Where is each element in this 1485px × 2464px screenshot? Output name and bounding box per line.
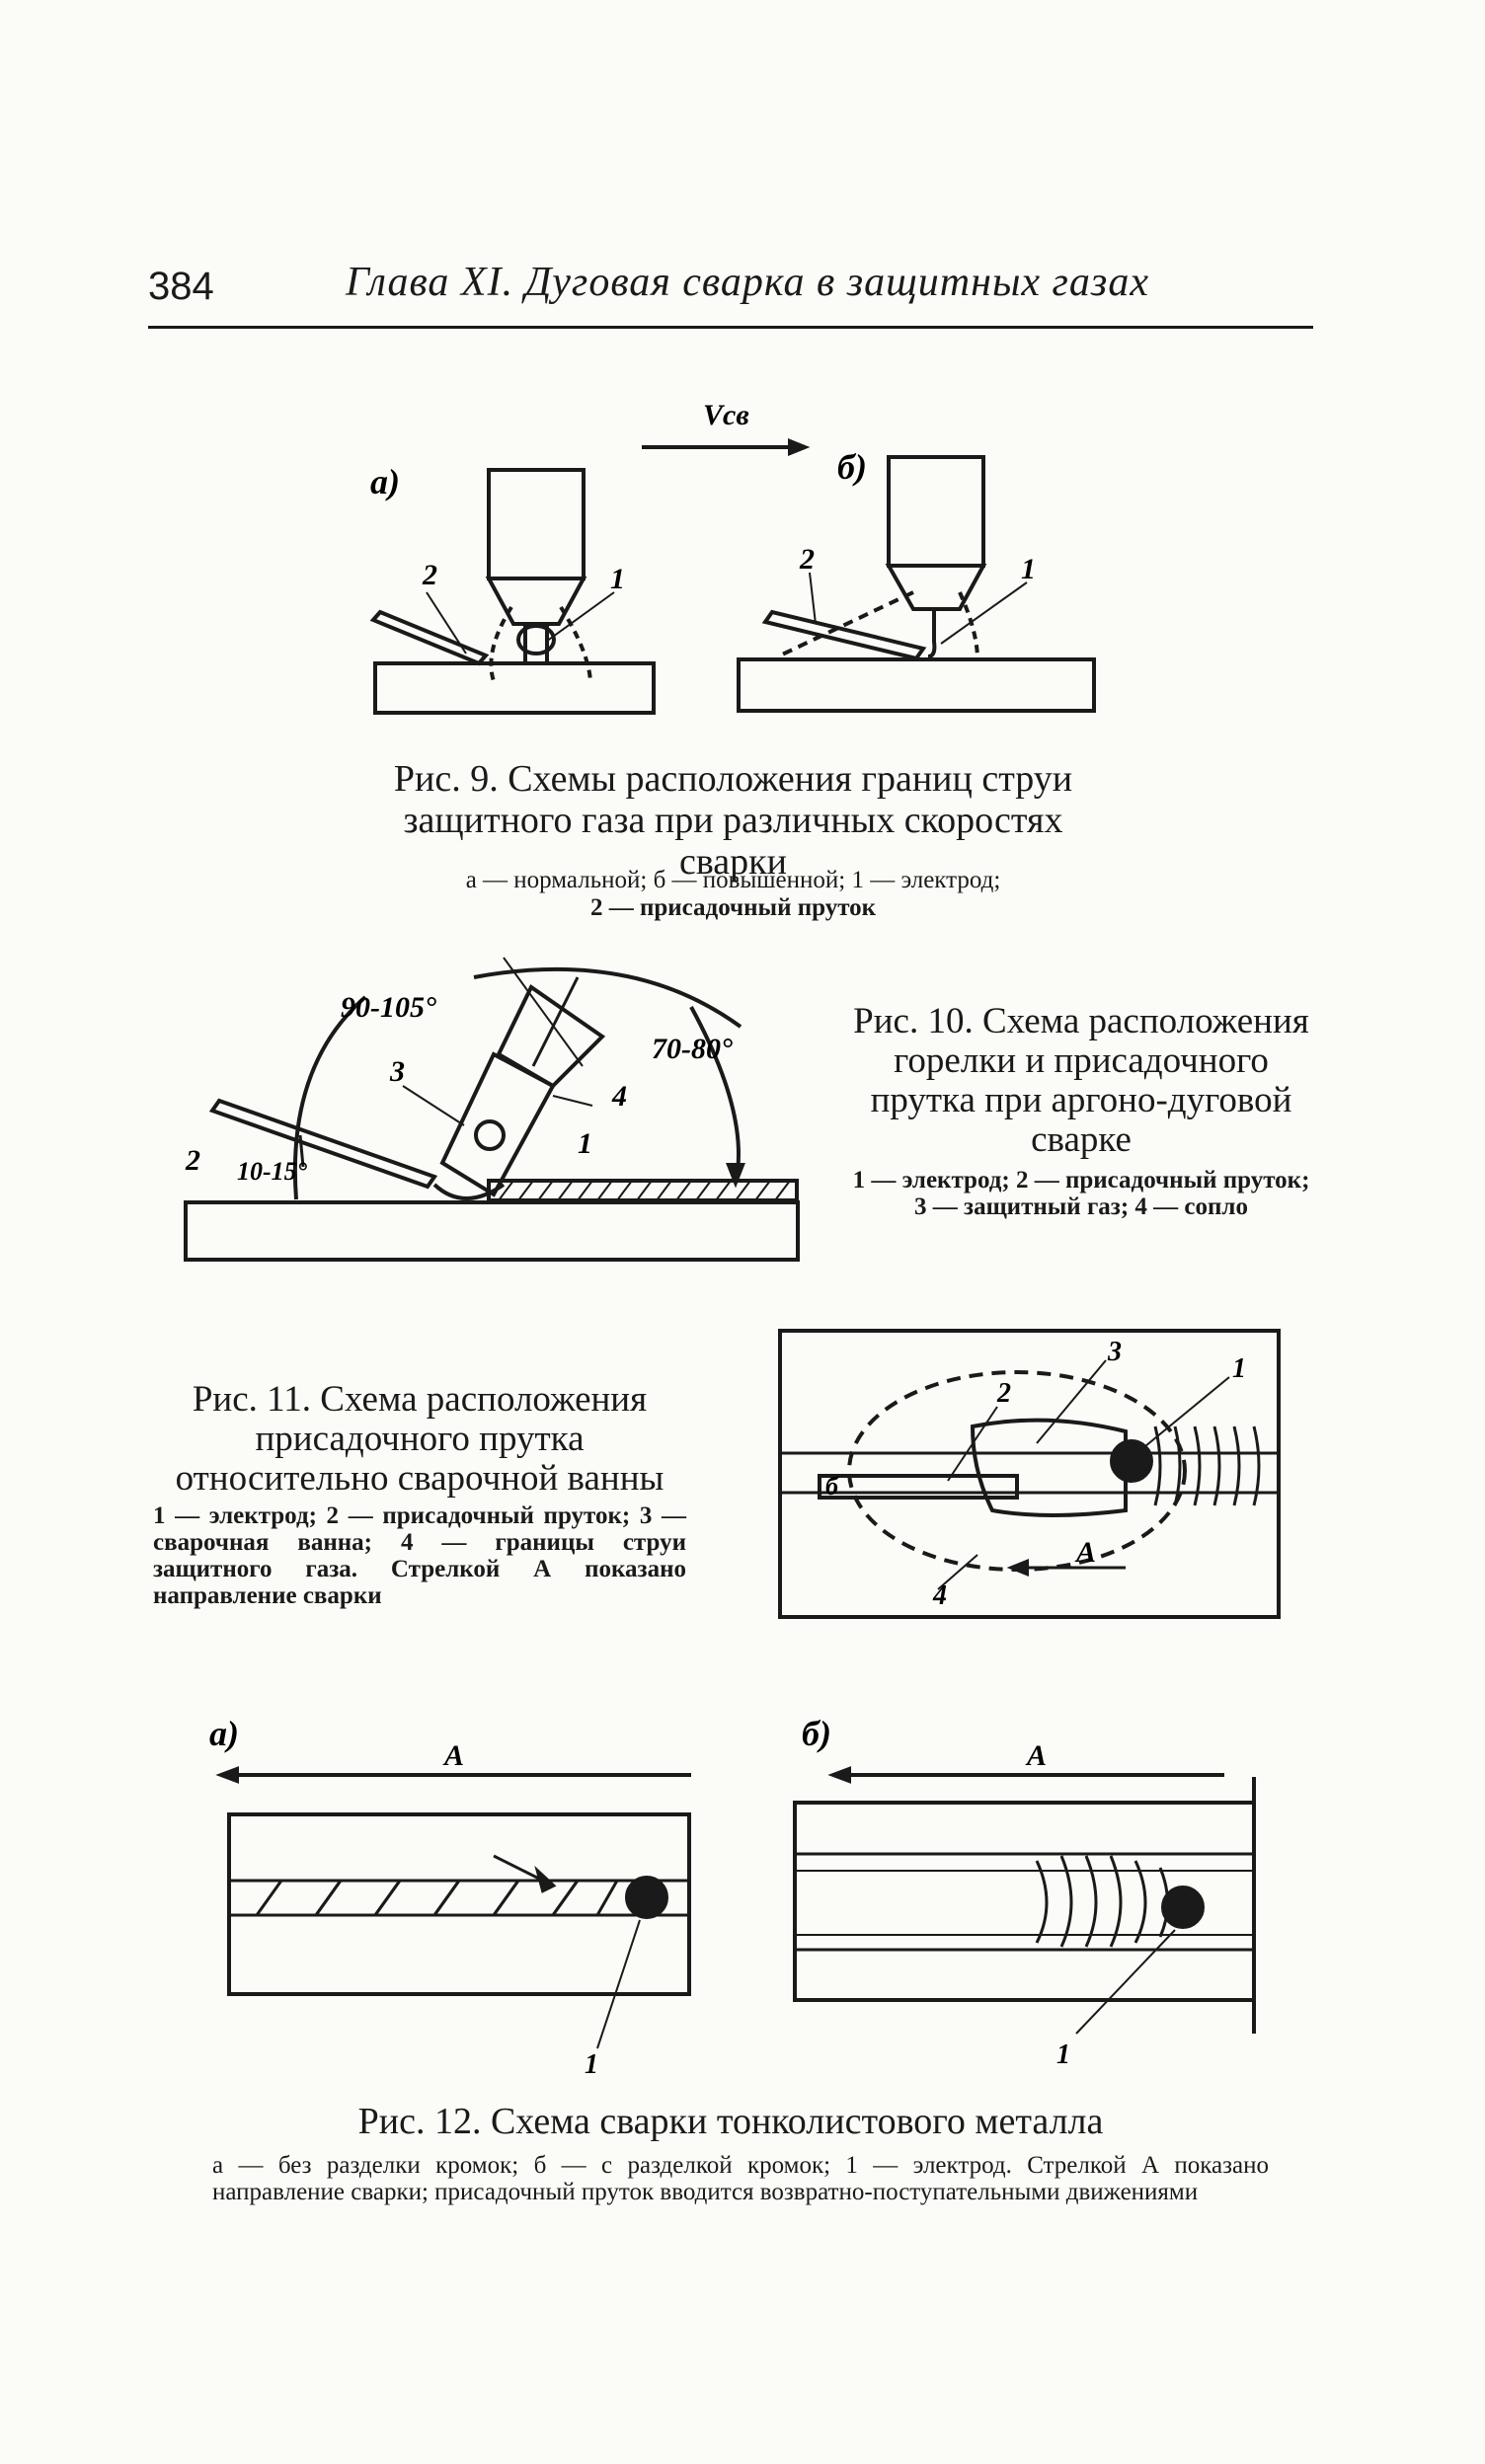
weld-hatch-12a — [254, 1879, 620, 1917]
fig11-legend: 1 — электрод; 2 — присадочный пруток; 3 … — [153, 1502, 686, 1609]
fig10-legend: 1 — электрод; 2 — присадочный пруток; 3 … — [852, 1167, 1310, 1220]
fig10-marker-2: 2 — [185, 1144, 200, 1177]
gas-boundary-b-left — [779, 590, 914, 657]
fig9-label-b: б) — [837, 447, 867, 487]
page-number: 384 — [148, 265, 214, 308]
filler-rod-11 — [818, 1474, 1019, 1500]
fig12-label-b: б) — [802, 1714, 831, 1753]
workpiece-a — [373, 661, 656, 715]
filler-rod-10 — [208, 1098, 438, 1190]
fig10-marker-4: 4 — [611, 1080, 627, 1113]
header-rule — [148, 326, 1313, 329]
fig11-title: Рис. 11. Схема расположения присадочного… — [175, 1379, 664, 1499]
nozzle-10 — [496, 984, 606, 1089]
fig9-marker-2b: 2 — [799, 543, 815, 576]
fig10-title: Рис. 10. Схема расположения горелки и пр… — [853, 1001, 1309, 1160]
angle-arc-left — [292, 995, 367, 1200]
fig11-marker-4: 4 — [932, 1580, 947, 1611]
figure-12-diagram: а) б) А А 1 1 — [209, 1714, 1256, 2080]
fig9-title: Рис. 9. Схемы расположения границ струи … — [393, 758, 1073, 883]
gas-boundary-a-left — [489, 605, 513, 682]
plate-12b — [793, 1801, 1256, 2002]
angle-arc-top — [473, 966, 742, 1029]
fig11-arrow-label: А — [1074, 1536, 1096, 1569]
fig9-label-a: а) — [370, 462, 400, 501]
weld-pool-11 — [970, 1418, 1128, 1517]
speed-symbol: Vсв — [703, 399, 749, 431]
fig10-marker-1: 1 — [578, 1127, 592, 1160]
fig11-marker-b: б — [825, 1472, 839, 1501]
fig11-marker-3: 3 — [1107, 1337, 1122, 1367]
electrode-b — [927, 609, 937, 658]
figure-11-diagram: 1 2 3 4 б А — [778, 1329, 1281, 1619]
fig11-marker-2: 2 — [996, 1378, 1011, 1409]
fig9-legend-line1: а — нормальной; б — повышенной; 1 — элек… — [465, 867, 1001, 893]
gas-boundary-b-right — [958, 591, 979, 660]
electrode-12b — [1161, 1886, 1205, 1929]
fig12-legend: а — без разделки кромок; б — с разделкой… — [212, 2152, 1269, 2205]
electrode-12a — [625, 1876, 668, 1919]
fig12b-marker-1: 1 — [1056, 2040, 1070, 2070]
plate-12a — [227, 1812, 691, 1996]
fig9-marker-2a: 2 — [422, 559, 437, 591]
gas-boundary-a-right — [559, 605, 592, 682]
filler-rod-a — [369, 609, 490, 666]
fig9-marker-1a: 1 — [610, 563, 625, 595]
fig12a-marker-1: 1 — [585, 2049, 598, 2080]
torch-a-cone — [485, 577, 587, 626]
fig12a-arrow-label: А — [442, 1739, 464, 1772]
filler-rod-b — [761, 609, 927, 661]
figure-10-diagram: 90-105° 70-80° 10-15° 2 3 4 1 — [184, 957, 800, 1262]
angle-right-label: 70-80° — [652, 1033, 733, 1065]
fig11-marker-1: 1 — [1232, 1353, 1246, 1384]
electrode-11 — [1110, 1439, 1153, 1483]
fig12-title: Рис. 12. Схема сварки тонколистового мет… — [357, 2101, 1104, 2142]
fig12-label-a: а) — [209, 1714, 239, 1753]
fig10-marker-3: 3 — [389, 1055, 405, 1088]
weld-ripples-12b — [1035, 1855, 1169, 1948]
fig9-legend-line2: 2 — присадочный пруток — [589, 894, 877, 921]
chapter-title: Глава XI. Дуговая сварка в защитных газа… — [346, 260, 1149, 305]
fig9-marker-1b: 1 — [1021, 553, 1036, 585]
speed-arrow-head — [788, 438, 811, 456]
angle-top-label: 90-105° — [341, 991, 436, 1024]
plate-11 — [778, 1329, 1281, 1619]
figure-9-diagram: Vсв а) б) 2 1 2 1 — [369, 399, 1096, 715]
angle-left-label: 10-15° — [237, 1157, 308, 1186]
electrode-10 — [474, 1119, 506, 1151]
fig12b-arrow-label: А — [1025, 1739, 1047, 1772]
